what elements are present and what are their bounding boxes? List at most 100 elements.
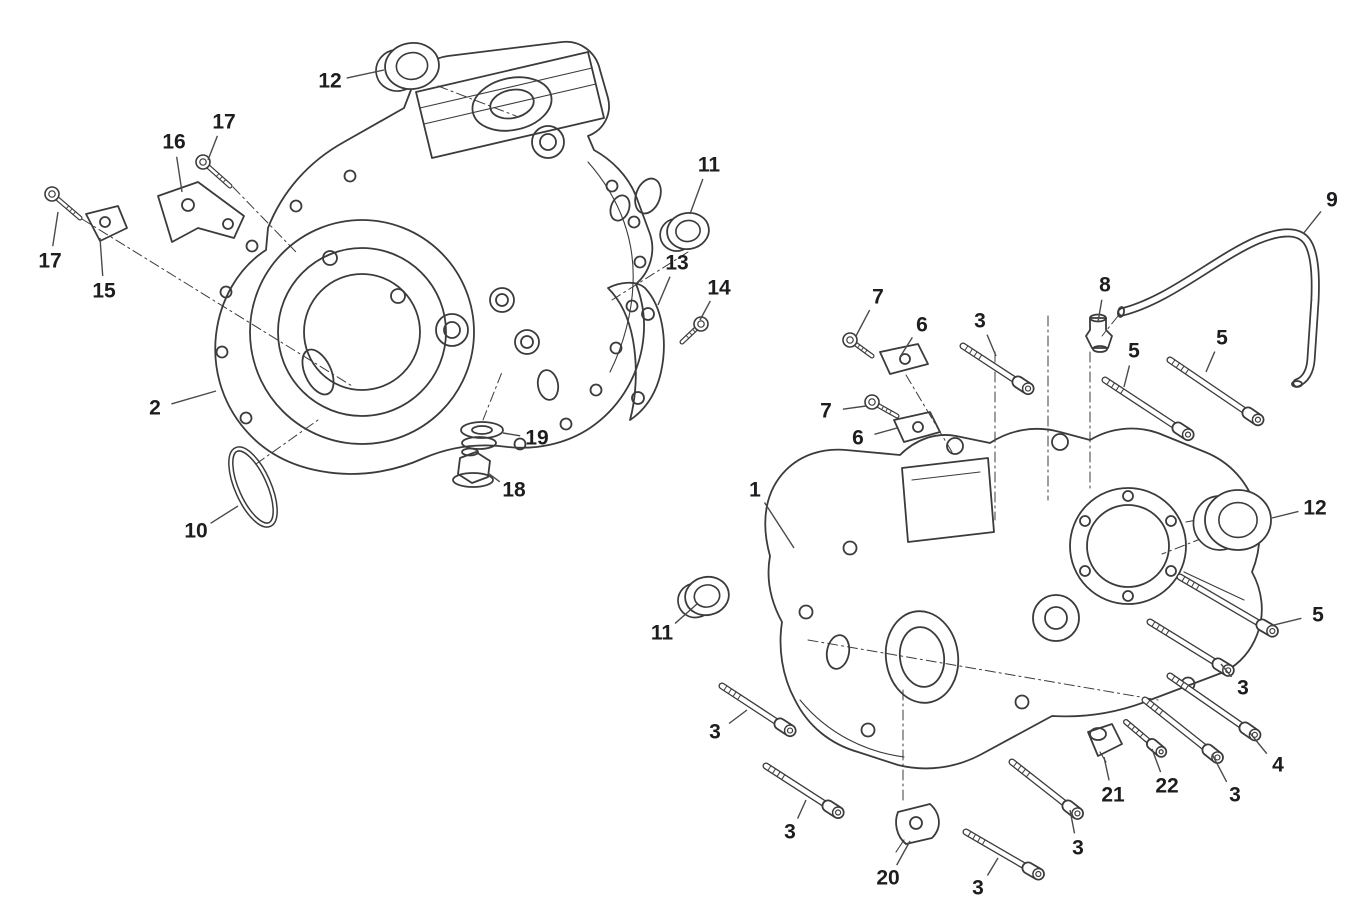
hardware-parts-layer <box>44 42 1279 881</box>
callout-11: 11 <box>651 603 698 645</box>
part-number-label: 17 <box>38 250 61 273</box>
leader-line <box>99 237 104 277</box>
leader-line <box>1302 210 1322 235</box>
callout-6: 6 <box>852 427 898 450</box>
callout-5: 5 <box>1123 340 1140 388</box>
bolt-art <box>1141 696 1224 764</box>
clamp-part-21 <box>1087 723 1123 763</box>
part-number-label: 3 <box>972 877 984 900</box>
leader-line <box>796 799 807 819</box>
leader-line <box>763 502 795 549</box>
leader-line <box>1069 809 1076 834</box>
screw-art <box>195 154 233 189</box>
callout-6: 6 <box>899 314 928 358</box>
bushing-art <box>1192 489 1272 551</box>
screw-art <box>679 316 709 345</box>
part-number-label: 17 <box>212 111 235 134</box>
leader-line <box>175 156 183 193</box>
callout-21: 21 <box>1101 756 1125 807</box>
bushing-art <box>677 575 730 619</box>
callout-3: 3 <box>709 709 748 744</box>
stopper-plate-part-6a <box>879 343 929 375</box>
leader-line <box>1269 617 1302 627</box>
leader-line <box>728 709 748 725</box>
part-number-label: 1 <box>749 479 761 502</box>
bolt-art <box>1176 573 1279 638</box>
leader-line <box>487 472 501 483</box>
callout-5: 5 <box>1269 604 1324 627</box>
callout-16: 16 <box>162 131 186 193</box>
part-number-label: 8 <box>1099 274 1111 297</box>
bolt-art <box>962 828 1045 881</box>
bolt-art <box>1166 672 1262 742</box>
bolt-art <box>1101 376 1195 442</box>
leader-line <box>1211 753 1228 783</box>
leader-line <box>346 69 385 79</box>
leader-line <box>52 211 59 247</box>
leader-line <box>986 334 997 357</box>
bolt-art <box>1008 758 1084 820</box>
construction-lines <box>81 85 1204 801</box>
part-number-label: 13 <box>665 252 688 275</box>
oring-part-10 <box>228 446 278 528</box>
bracket-part-16 <box>157 181 245 243</box>
screw-art <box>842 332 875 359</box>
callout-3: 3 <box>1211 753 1241 807</box>
callout-3: 3 <box>1069 809 1084 860</box>
callout-15: 15 <box>92 237 116 303</box>
callout-12: 12 <box>318 69 385 93</box>
callout-22: 22 <box>1151 748 1179 798</box>
leader-line <box>689 178 704 215</box>
leader-line <box>896 840 911 866</box>
leader-line <box>899 336 913 358</box>
callout-20: 20 <box>876 840 911 890</box>
callout-14: 14 <box>699 277 731 321</box>
part-number-label: 12 <box>318 70 341 93</box>
leader-line <box>207 135 219 161</box>
bushing-art <box>659 212 710 252</box>
callout-3: 3 <box>974 310 997 357</box>
part-number-label: 14 <box>707 277 731 300</box>
leader-line <box>210 505 239 524</box>
leader-line <box>874 427 898 435</box>
leader-line <box>1271 510 1299 519</box>
leader-line <box>171 390 217 405</box>
callout-3: 3 <box>972 857 999 900</box>
leader-line <box>855 309 871 337</box>
leader-line <box>1249 732 1268 755</box>
part-number-label: 2 <box>149 397 161 420</box>
part-number-label: 3 <box>1229 784 1241 807</box>
part-number-label: 3 <box>1072 837 1084 860</box>
screw-art <box>864 394 900 419</box>
part-number-label: 11 <box>698 154 721 177</box>
gasket-part-13 <box>607 281 665 421</box>
callout-3: 3 <box>784 799 807 844</box>
leader-line <box>1103 756 1110 781</box>
callout-13: 13 <box>657 252 689 306</box>
callout-17: 17 <box>38 211 62 273</box>
leader-line <box>986 857 999 876</box>
callout-5: 5 <box>1205 327 1228 373</box>
callout-3: 3 <box>1220 663 1249 700</box>
callout-17: 17 <box>207 111 236 161</box>
part-number-label: 18 <box>502 479 526 502</box>
part-number-label: 3 <box>709 721 721 744</box>
bolt-art <box>718 682 797 738</box>
screw-art <box>44 186 83 221</box>
part-number-label: 10 <box>184 520 207 543</box>
part-number-label: 22 <box>1155 775 1178 798</box>
leader-line <box>1097 299 1103 323</box>
part-number-label: 3 <box>974 310 986 333</box>
part-number-label: 19 <box>525 427 548 450</box>
part-number-label: 7 <box>872 286 884 309</box>
callout-11: 11 <box>689 154 721 215</box>
part-number-label: 16 <box>162 131 185 154</box>
part-number-label: 7 <box>820 400 832 423</box>
callout-9: 9 <box>1302 189 1338 235</box>
callout-18: 18 <box>487 472 526 502</box>
leader-line <box>699 300 711 321</box>
stopper-plate-part-6b <box>893 411 941 443</box>
